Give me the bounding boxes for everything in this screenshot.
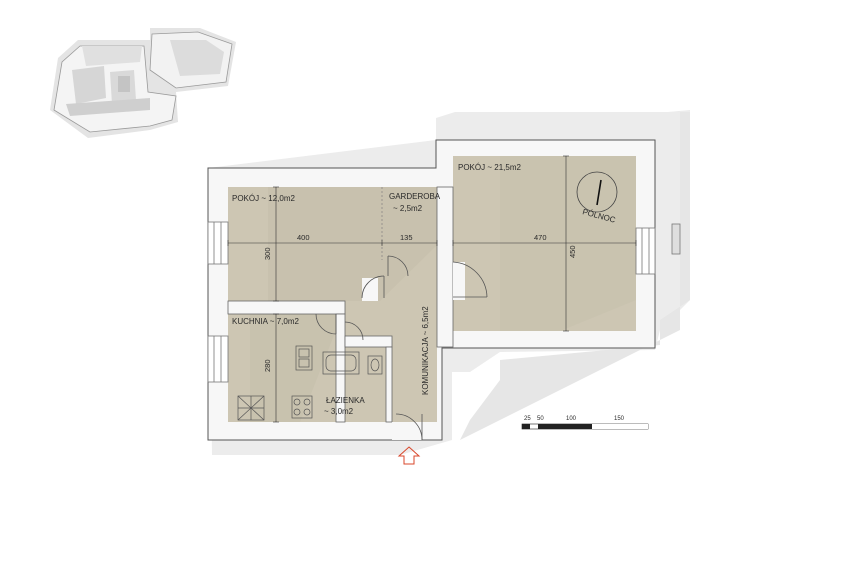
door-entrance — [392, 413, 423, 441]
door-lazienka — [344, 321, 364, 341]
kitchen-sink — [295, 345, 313, 371]
dim-kuchnia-height: 280 — [263, 359, 272, 372]
interior-walls — [227, 186, 454, 423]
label-kuchnia: KUCHNIA ~ 7,0m2 — [232, 317, 299, 326]
label-pokoj-small: POKÓJ ~ 12,0m2 — [232, 194, 295, 203]
door-pokoj-large — [452, 261, 488, 300]
window-far-right — [671, 223, 681, 255]
room-komunikacja — [345, 301, 437, 422]
entrance-arrow-icon — [397, 446, 421, 465]
north-needle-icon — [596, 179, 602, 206]
dim-garderoba-width: 135 — [400, 233, 413, 242]
bathtub — [322, 351, 360, 375]
washbasin — [367, 355, 383, 375]
label-pokoj-large: POKÓJ ~ 21,5m2 — [458, 163, 521, 172]
window-left-lower — [207, 335, 229, 383]
door-pokoj-small — [361, 275, 385, 301]
doors — [315, 255, 488, 441]
scale-tick-100: 100 — [566, 416, 577, 422]
room-kuchnia — [228, 314, 336, 422]
kitchen-fridge — [237, 395, 265, 421]
compass-circle — [576, 171, 618, 213]
dimension-lines — [227, 155, 637, 423]
window-left-upper — [207, 221, 229, 265]
kitchen-stove — [291, 395, 313, 419]
windows — [207, 221, 681, 383]
scale-tick-50: 50 — [537, 416, 544, 422]
window-right — [635, 227, 656, 275]
label-lazienka-area: ~ 3,0m2 — [324, 407, 354, 416]
scale-tick-25: 25 — [524, 416, 531, 422]
fixtures — [237, 345, 383, 421]
room-lazienka — [320, 347, 386, 422]
dim-pokoj-small-width: 400 — [297, 233, 310, 242]
label-komunikacja: KOMUNIKACJA ~ 6,5m2 — [421, 306, 430, 395]
label-garderoba-area: ~ 2,5m2 — [393, 204, 423, 213]
label-lazienka-name: ŁAZIENKA — [326, 396, 365, 405]
isometric-thumbnail — [50, 28, 236, 138]
dim-pokoj-small-height: 300 — [263, 247, 272, 260]
label-garderoba-name: GARDEROBA — [389, 192, 441, 201]
dim-pokoj-large-height: 450 — [568, 245, 577, 258]
scale-tick-150: 150 — [614, 416, 625, 422]
dim-pokoj-large-width: 470 — [534, 233, 547, 242]
door-kuchnia — [315, 313, 337, 335]
room-floors — [228, 156, 636, 422]
scale-bar: 25 50 100 150 — [521, 416, 649, 430]
door-garderoba — [387, 255, 409, 277]
